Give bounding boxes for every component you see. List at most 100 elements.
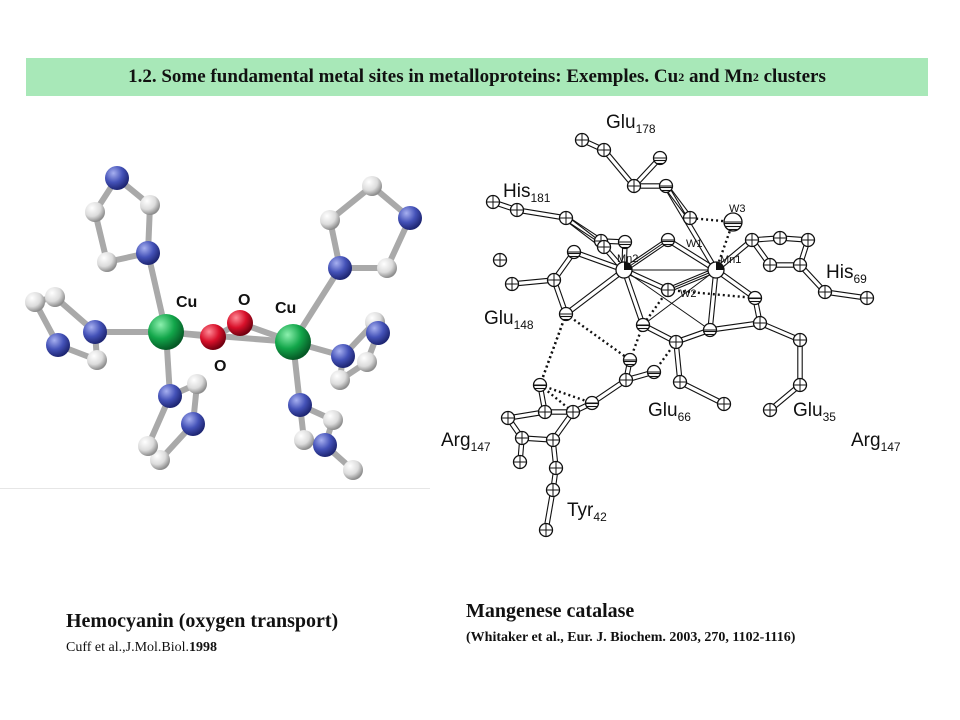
bond-edge (678, 383, 724, 407)
atom-ellipsoid-hatch (623, 360, 637, 367)
carbon-atom (377, 258, 397, 278)
nitrogen-atom (398, 206, 422, 230)
label-w2: W2 (680, 288, 697, 300)
nitrogen-atom (105, 166, 129, 190)
atom-ellipsoid-hatch (559, 314, 573, 321)
nitrogen-atom (46, 333, 70, 357)
nitrogen-atom (136, 241, 160, 265)
carbon-atom (85, 202, 105, 222)
bond-edge (573, 253, 624, 273)
bond-edge (711, 270, 719, 331)
metal-contact (642, 269, 717, 326)
residue-arg147-right: Arg147 (851, 430, 901, 454)
oxygen-atom (200, 324, 226, 350)
nitrogen-atom (288, 393, 312, 417)
nitrogen-atom (158, 384, 182, 408)
nitrogen-atom (366, 321, 390, 345)
hydrogen-bond (538, 313, 568, 386)
bond-edge (592, 381, 628, 406)
residue-glu35: Glu35 (793, 400, 836, 424)
residue-glu66: Glu66 (648, 400, 691, 424)
hemocyanin-structure: Cu Cu O O (25, 166, 422, 480)
carbon-atom (187, 374, 207, 394)
cu-left-label: Cu (176, 294, 197, 311)
nitrogen-atom (83, 320, 107, 344)
bond-edge (574, 249, 625, 269)
atom-ellipsoid-hatch (724, 222, 742, 231)
nitrogen-atom (313, 433, 337, 457)
atom-group (25, 166, 422, 480)
bond-edge (663, 186, 715, 272)
bond-edge (512, 281, 555, 287)
title-mid: and Mn (684, 66, 753, 87)
carbon-atom (330, 370, 350, 390)
label-mn2: Mn2 (617, 253, 638, 265)
bond-edge (680, 379, 726, 403)
bond-edge (601, 151, 633, 188)
bond-edge (760, 320, 802, 339)
atom-ellipsoid-hatch (647, 372, 661, 379)
residue-his69: His69 (826, 262, 867, 286)
hydrogen-bond (714, 221, 735, 271)
slide-title: 1.2. Some fundamental metal sites in met… (26, 58, 928, 96)
panel-divider (0, 488, 430, 489)
carbon-atom (45, 287, 65, 307)
carbon-atom (138, 436, 158, 456)
bond-edge (824, 293, 867, 301)
atom-group (485, 132, 875, 538)
bond (163, 329, 296, 345)
atom-ellipsoid-hatch (567, 252, 581, 259)
label-mn1: Mn1 (720, 254, 741, 266)
bond-edge (667, 184, 719, 270)
atom-ellipsoid-hatch (661, 240, 675, 247)
label-w3: W3 (729, 203, 746, 215)
carbon-atom (150, 450, 170, 470)
atom-ellipsoid-hatch (533, 385, 547, 392)
manganese-atom-octant (716, 262, 724, 270)
carbon-atom (320, 210, 340, 230)
metal-contact (623, 269, 711, 331)
manganese-atom-octant (624, 262, 632, 270)
catalase-citation: (Whitaker et al., Eur. J. Biochem. 2003,… (466, 630, 796, 645)
hydrogen-bond (539, 383, 593, 405)
hydrogen-bond (565, 313, 631, 361)
carbon-atom (357, 352, 377, 372)
bond-edge (758, 324, 800, 343)
cu-right-label: Cu (275, 300, 296, 317)
residue-tyr42: Tyr42 (567, 500, 607, 524)
bond-edge (516, 211, 566, 221)
nitrogen-atom (181, 412, 205, 436)
carbon-atom (343, 460, 363, 480)
residue-glu178: Glu178 (606, 112, 656, 136)
residue-his181: His181 (503, 181, 551, 205)
metal-contact (623, 239, 669, 271)
oxygen-atom (227, 310, 253, 336)
bond-edge (517, 207, 567, 217)
carbon-atom (294, 430, 314, 450)
bond-edge (605, 148, 637, 185)
bond-edge (566, 271, 626, 317)
atom-ellipsoid-hatch (636, 325, 650, 332)
atom-ellipsoid-hatch (659, 186, 673, 193)
atom-ellipsoid-hatch (748, 298, 762, 305)
bond-edge (621, 270, 642, 326)
bond-edge (710, 324, 761, 333)
bond-edge (666, 267, 716, 289)
atom-ellipsoid-hatch (618, 242, 632, 249)
copper-atom (275, 324, 311, 360)
hemocyanin-caption: Hemocyanin (oxygen transport) (66, 610, 339, 632)
bond-edge (668, 237, 718, 269)
residue-glu148: Glu148 (484, 308, 534, 332)
nitrogen-atom (328, 256, 352, 280)
label-w1: W1 (686, 238, 703, 250)
bond-edge (668, 271, 718, 293)
hydrogen-bond (689, 216, 734, 224)
carbon-atom (140, 195, 160, 215)
bond-edge (590, 377, 626, 402)
bond-edge (624, 241, 670, 273)
coordination-group (623, 239, 717, 331)
nitrogen-atom (331, 344, 355, 368)
hemocyanin-citation: Cuff et al.,J.Mol.Biol.1998 (66, 640, 218, 655)
bond-edge (622, 237, 668, 269)
title-tail: clusters (758, 66, 826, 87)
